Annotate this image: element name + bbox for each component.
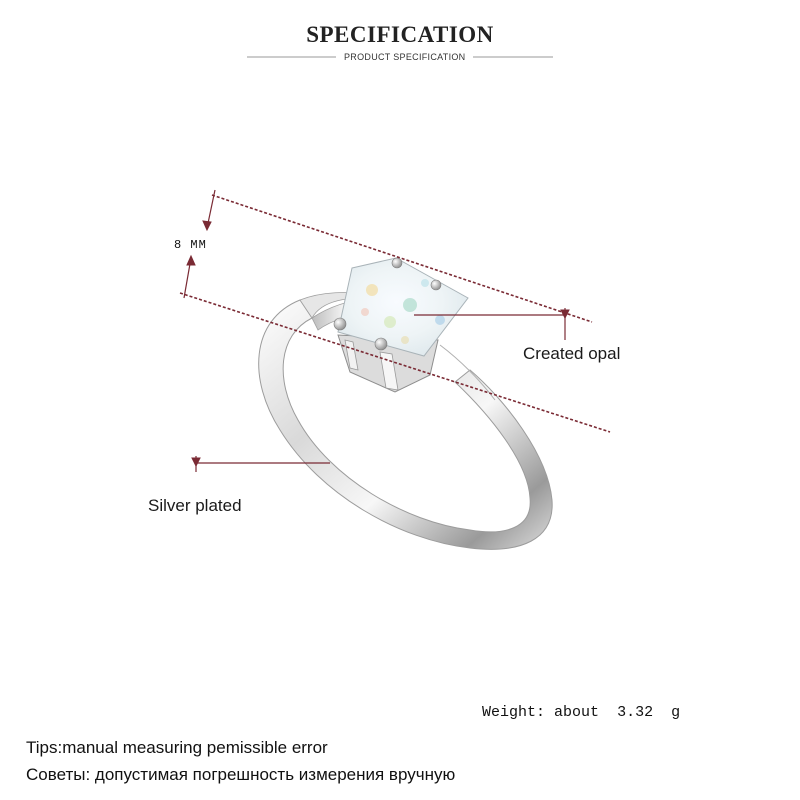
page-title: SPECIFICATION [306, 22, 494, 47]
metal-annotation-label: Silver plated [148, 496, 242, 515]
page-subtitle: PRODUCT SPECIFICATION [336, 52, 474, 62]
size-annotation-label: 8 MM [174, 238, 207, 252]
weight-spec: Weight: about 3.32 g [482, 704, 680, 721]
weight-prefix: about [554, 704, 600, 721]
stone-annotation-label: Created opal [523, 344, 621, 363]
weight-unit: g [671, 704, 681, 721]
dimension-guides [179, 189, 611, 472]
weight-label: Weight: [482, 704, 546, 721]
weight-value: 3.32 [617, 704, 654, 721]
prongs [333, 257, 442, 351]
tips-russian: Советы: допустимая погрешность измерения… [26, 765, 456, 784]
tips-english: Tips:manual measuring pemissible error [26, 738, 328, 757]
